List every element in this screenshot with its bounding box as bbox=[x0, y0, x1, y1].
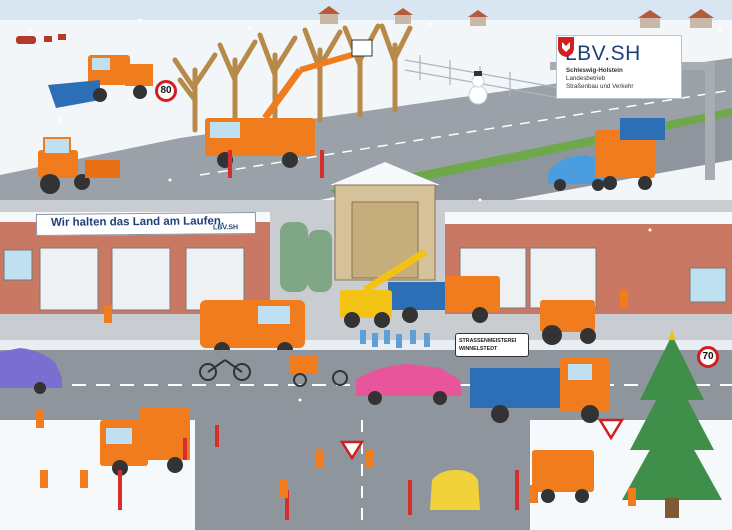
pink-car bbox=[356, 364, 462, 405]
flatbed-truck bbox=[100, 408, 190, 476]
depot-sign-line2: WINNELSTEDT bbox=[459, 346, 498, 352]
tractor-left bbox=[38, 137, 120, 194]
salt-barn bbox=[330, 162, 440, 281]
logo-line-state: Schleswig-Holstein bbox=[566, 67, 623, 74]
gritter-truck-right bbox=[595, 118, 665, 190]
blue-car bbox=[548, 155, 610, 191]
orange-van bbox=[200, 300, 305, 358]
bare-trees bbox=[172, 23, 413, 133]
christmas-tree bbox=[622, 330, 722, 518]
snow-plow-truck-top bbox=[48, 55, 153, 108]
speed-limit-sign-70: 70 bbox=[697, 346, 719, 368]
crest-icon bbox=[558, 37, 574, 57]
yard-truck-center bbox=[388, 276, 500, 323]
speed-limit-sign-80: 80 bbox=[155, 80, 177, 102]
children-group bbox=[360, 330, 430, 348]
depot-sign-line1: STRASSENMEISTEREI bbox=[459, 338, 517, 344]
gritter-truck-bottom bbox=[532, 450, 594, 503]
logo-line-department: Straßenbau und Verkehr bbox=[566, 83, 634, 90]
yellow-car bbox=[430, 470, 480, 510]
far-village bbox=[318, 6, 714, 28]
lbv-logo-sign: LBV.SH Schleswig-Holstein Landesbetrieb … bbox=[556, 35, 682, 99]
cyclist bbox=[199, 359, 251, 381]
logo-line-agency: Landesbetrieb bbox=[566, 75, 606, 82]
logo-wordmark: LBV.SH bbox=[565, 42, 641, 65]
snowflakes bbox=[28, 18, 722, 442]
banner-slogan: Wir halten das Land am Laufen. bbox=[50, 215, 225, 229]
plow-truck-main bbox=[470, 358, 610, 423]
snowman bbox=[468, 71, 488, 105]
santa-sleigh bbox=[16, 34, 66, 44]
depot-banner: Wir halten das Land am Laufen. LBV.SH bbox=[35, 212, 257, 236]
yellow-telehandler bbox=[340, 249, 427, 328]
silos bbox=[280, 222, 332, 292]
depot-name-sign: STRASSENMEISTEREI WINNELSTEDT bbox=[455, 333, 529, 357]
cargo-bike bbox=[290, 356, 348, 387]
orange-tractor-right bbox=[540, 300, 596, 345]
workers bbox=[36, 290, 636, 506]
yield-signs bbox=[339, 418, 625, 461]
banner-logo: LBV.SH bbox=[213, 224, 239, 232]
purple-car bbox=[0, 348, 62, 394]
barrier-posts bbox=[118, 150, 519, 520]
